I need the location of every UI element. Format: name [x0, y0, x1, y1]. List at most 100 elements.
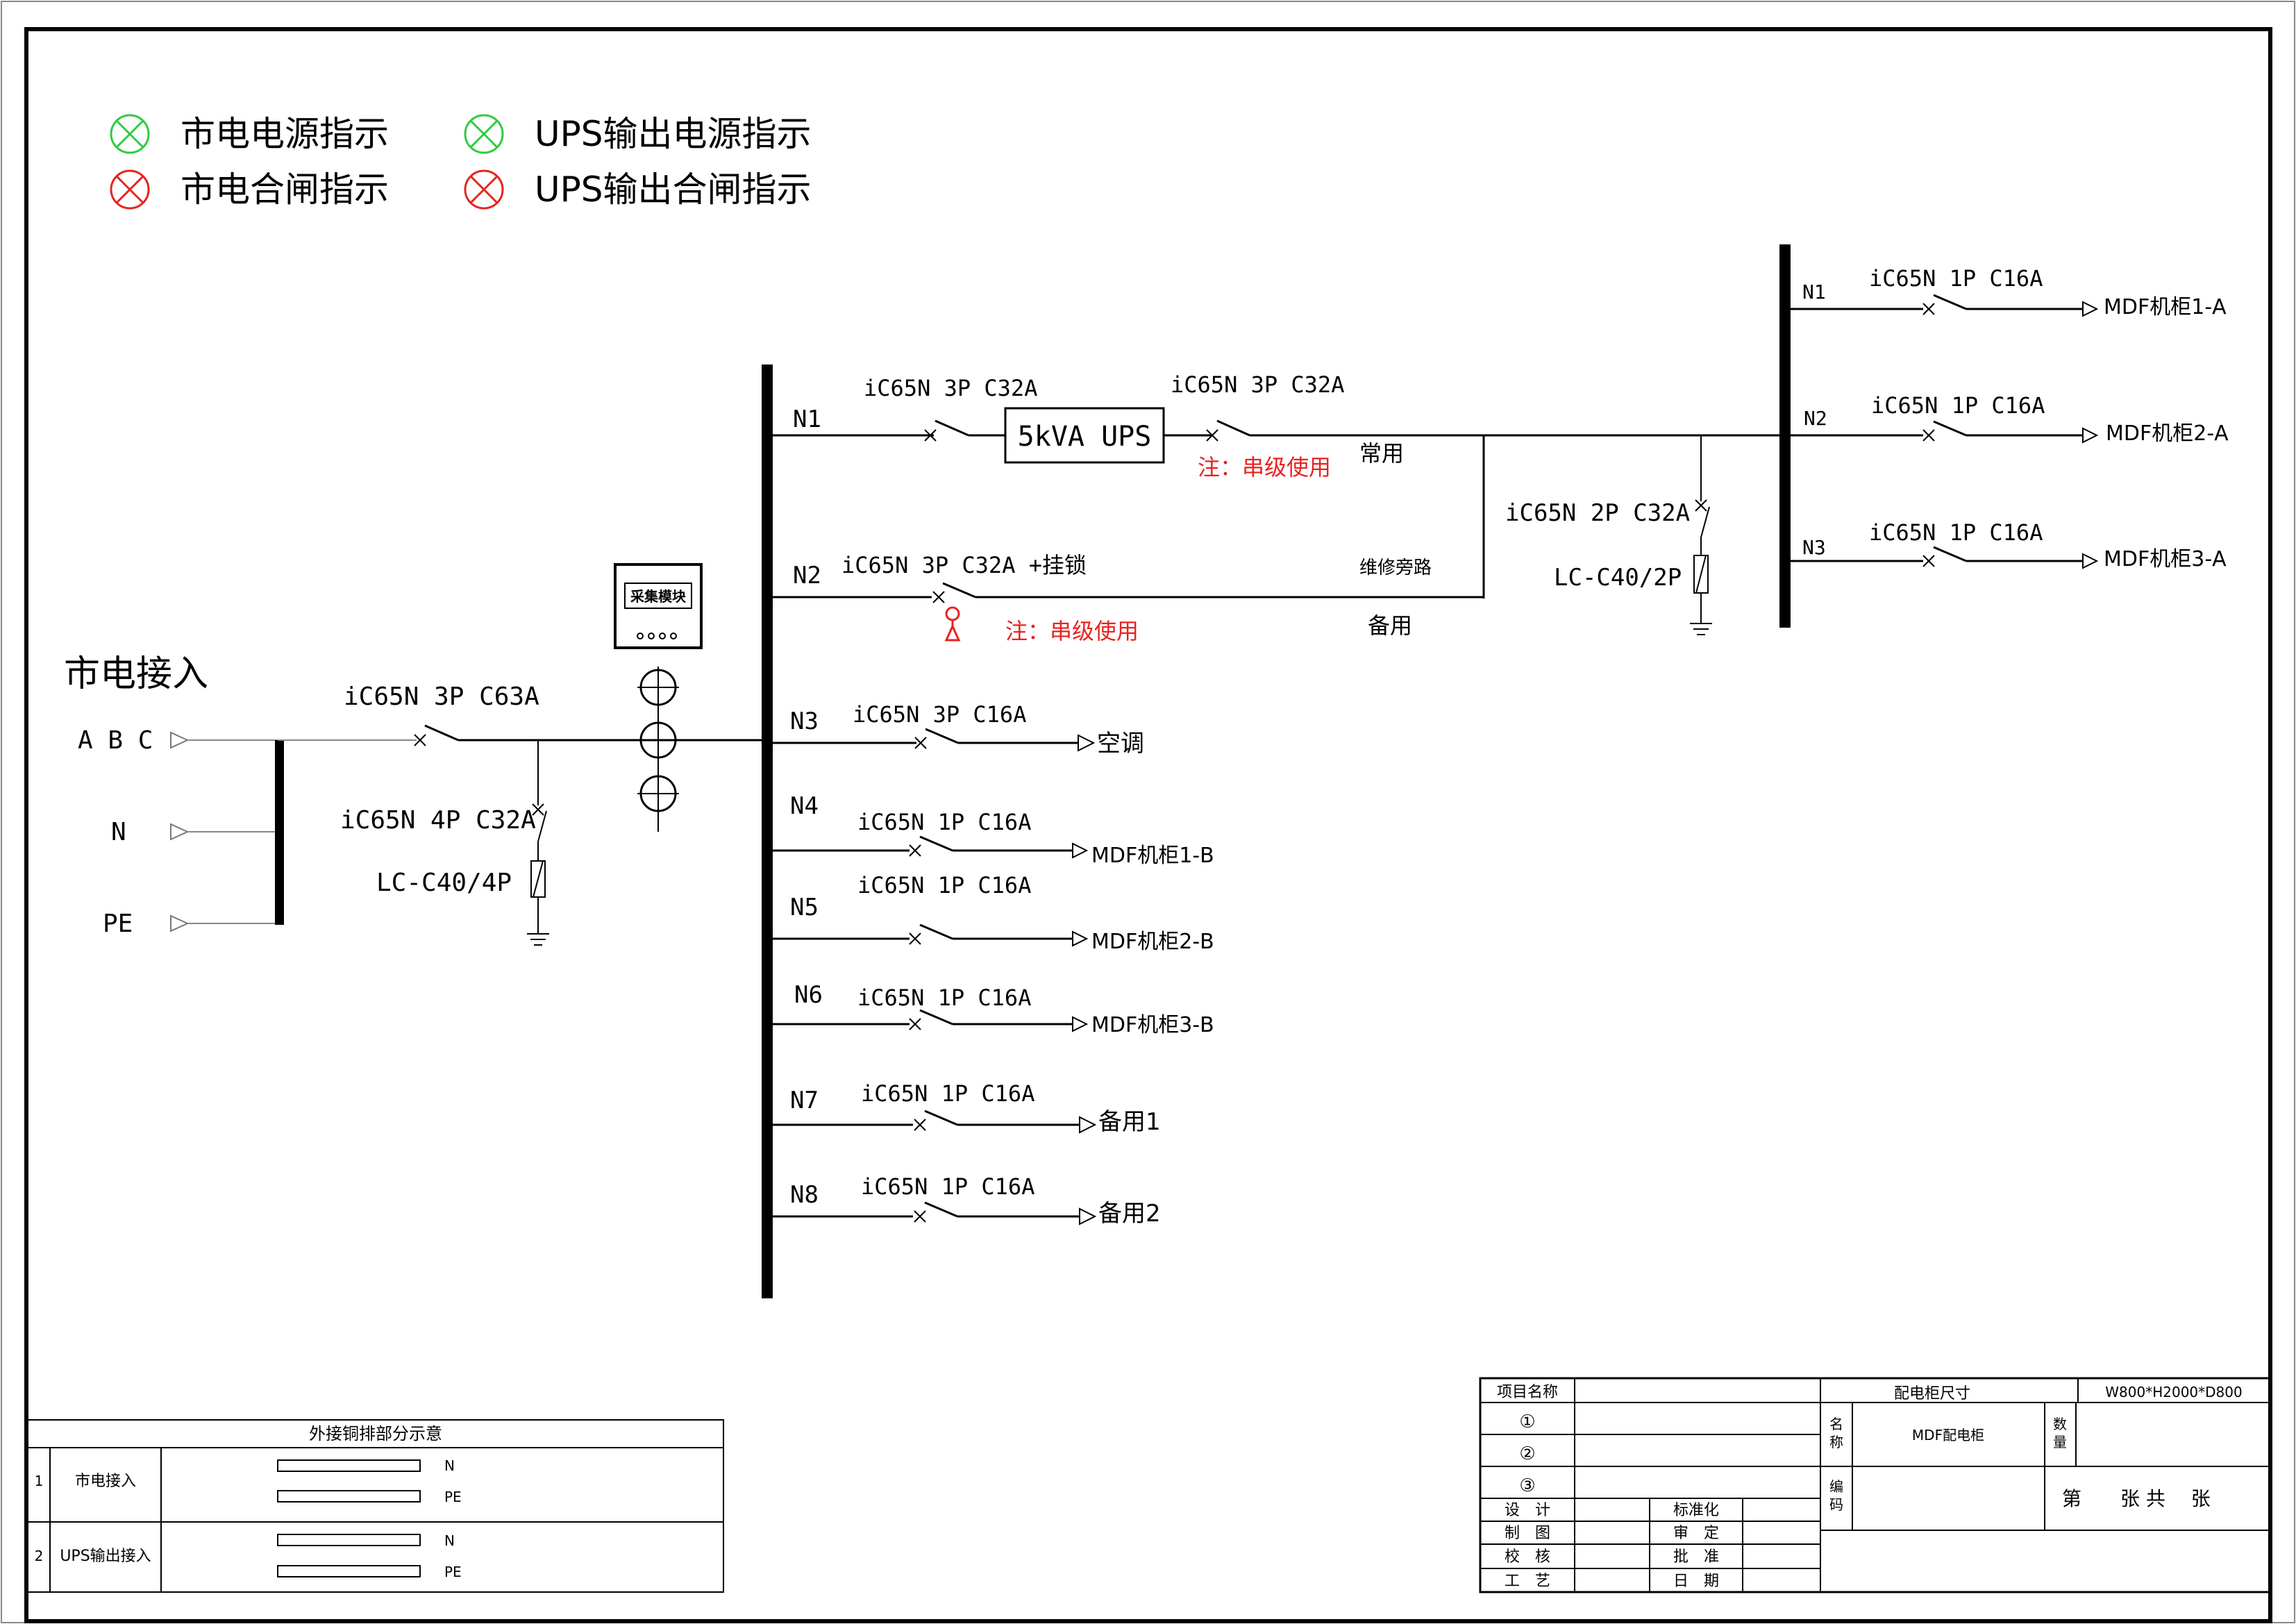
main-busbar [762, 365, 773, 1298]
spd-label: LC-C40/2P [1554, 564, 1682, 592]
role-process: 工 艺 [1505, 1573, 1550, 1590]
indicator-lamp-icon [464, 114, 504, 154]
incoming-title: 市电接入 [64, 653, 208, 695]
legend-item-ups-closed: UPS输出合闸指示 [464, 169, 812, 210]
current-transformer-icon [637, 669, 679, 706]
ups-output-section: iC65N 2P C32A LC-C40/2P N1 iC65N 1P C16A… [1505, 244, 2229, 635]
branch-n3: N3 iC65N 3P C16A 空调 [771, 701, 1144, 757]
role-drafting: 制 图 [1505, 1525, 1550, 1542]
meter-module: 采集模块 [614, 563, 703, 649]
legend: 市电电源指示 UPS输出电源指示 市电合闸指示 UPS输出合闸指示 [110, 114, 812, 210]
legend-label: 市电电源指示 [181, 114, 389, 154]
copper-bar-icon [277, 1565, 421, 1577]
meter-label: 采集模块 [630, 588, 687, 605]
copper-bar-icon [277, 1459, 421, 1472]
branch-id: N2 [793, 562, 821, 589]
phase-label-n: N [111, 818, 126, 846]
ground-icon [1690, 623, 1712, 635]
ups-output-busbar [1779, 244, 1791, 628]
ups-branch-n2: N2 iC65N 1P C16A MDF机柜2-A [1788, 392, 2229, 446]
breaker-label: iC65N 1P C16A [857, 809, 1031, 835]
row-number: 1 [35, 1473, 44, 1489]
role-review: 审 定 [1673, 1525, 1719, 1542]
breaker-label: iC65N 1P C16A [857, 985, 1031, 1011]
bar-label: PE [444, 1564, 462, 1580]
legend-item-mains-power: 市电电源指示 [110, 114, 389, 154]
branch-n5: N5 iC65N 1P C16A MDF机柜2-B [771, 872, 1214, 954]
spd-label: LC-C40/4P [376, 869, 512, 897]
bar-label: PE [444, 1489, 462, 1505]
output-arrow-icon [1072, 930, 1089, 947]
cabinet-size-label: 配电柜尺寸 [1894, 1385, 1970, 1403]
output-arrow-icon [2082, 301, 2099, 317]
main-breaker-icon [414, 724, 459, 746]
current-transformer-icon [637, 721, 679, 759]
project-name-label: 项目名称 [1497, 1384, 1558, 1401]
ups-output-breaker-label: iC65N 3P C32A [1171, 371, 1344, 398]
load-label: 备用2 [1098, 1200, 1161, 1228]
indicator-lamp-icon [110, 114, 150, 154]
drawing-frame [24, 27, 2272, 1623]
ground-icon [527, 933, 549, 946]
branch-n8: N8 iC65N 1P C16A 备用2 [771, 1173, 1161, 1228]
phase-label-pe: PE [103, 910, 133, 938]
branch-id: N3 [790, 708, 819, 735]
branch-n2-bypass: N2 iC65N 3P C32A +挂锁 注：串级使用 维修旁路 备用 [771, 435, 1485, 644]
load-label: 备用1 [1098, 1108, 1161, 1136]
spd-breaker-label: iC65N 2P C32A [1505, 499, 1690, 527]
indicator-lamp-icon [110, 169, 150, 210]
busbar-table: 外接铜排部分示意 1 市电接入 N PE 2 UPS输出接入 N PE [27, 1419, 724, 1593]
branch-n6: N6 iC65N 1P C16A MDF机柜3-B [771, 981, 1214, 1037]
branch-id: N1 [1802, 281, 1826, 303]
quantity-label: 数 [2053, 1416, 2067, 1432]
load-label: 空调 [1097, 730, 1144, 757]
breaker-label: iC65N 3P C16A [853, 701, 1026, 728]
row-name: 市电接入 [75, 1473, 136, 1490]
input-arrow-icon [170, 823, 190, 841]
indicator-lamp-icon [464, 169, 504, 210]
legend-label: UPS输出电源指示 [535, 114, 812, 154]
row-name: UPS输出接入 [60, 1548, 151, 1565]
main-breaker-label: iC65N 3P C63A [344, 683, 539, 711]
current-transformer-icon [637, 775, 679, 812]
input-arrow-icon [170, 731, 190, 749]
ups-branch-n1: N1 iC65N 1P C16A MDF机柜1-A [1788, 265, 2227, 319]
cabinet-name: MDF配电柜 [1912, 1427, 1984, 1443]
spd-breaker-label: iC65N 4P C32A [340, 806, 536, 835]
load-label: MDF机柜2-B [1091, 930, 1214, 954]
breaker-label: iC65N 1P C16A [1869, 519, 2043, 546]
sheet-number: 第 张 共 张 [2062, 1487, 2211, 1510]
role-approve: 批 准 [1673, 1548, 1719, 1566]
name-label: 名 [1829, 1416, 1843, 1432]
cabinet-size-value: W800*H2000*D800 [2105, 1384, 2242, 1400]
revision-2: ② [1519, 1443, 1535, 1464]
load-label: MDF机柜2-A [2106, 421, 2229, 446]
ups-label: 5kVA UPS [1018, 421, 1152, 453]
role-standardization: 标准化 [1673, 1502, 1719, 1519]
branch-n4: N4 iC65N 1P C16A MDF机柜1-B [771, 792, 1214, 868]
role-design: 设 计 [1505, 1502, 1550, 1519]
revision-1: ① [1519, 1412, 1535, 1432]
branch-id: N8 [790, 1181, 819, 1209]
output-arrow-icon [1072, 842, 1089, 859]
branch-id: N7 [790, 1087, 819, 1114]
branch-id: N1 [793, 405, 821, 433]
name-label: 称 [1829, 1434, 1843, 1450]
bar-label: N [444, 1532, 455, 1549]
code-label: 码 [1829, 1496, 1843, 1513]
load-label: MDF机柜1-B [1091, 844, 1214, 868]
table-row: 2 UPS输出接入 N PE [35, 1532, 462, 1580]
ups-branch-n3: N3 iC65N 1P C16A MDF机柜3-A [1788, 519, 2227, 571]
mode-label: 常用 [1359, 440, 1404, 467]
bypass-label: 维修旁路 [1359, 558, 1432, 578]
branch-n1-ups: N1 iC65N 3P C32A 5kVA UPS iC65N 3P C32A … [771, 371, 1784, 480]
branch-id: N2 [1804, 407, 1827, 430]
legend-item-ups-power: UPS输出电源指示 [464, 114, 812, 154]
code-label: 编 [1829, 1478, 1843, 1495]
breaker-label: iC65N 3P C32A [864, 375, 1037, 401]
input-arrow-icon [170, 914, 190, 932]
copper-bar-icon [277, 1490, 421, 1502]
quantity-label: 量 [2053, 1434, 2067, 1450]
breaker-label: iC65N 3P C32A +挂锁 [841, 552, 1087, 578]
